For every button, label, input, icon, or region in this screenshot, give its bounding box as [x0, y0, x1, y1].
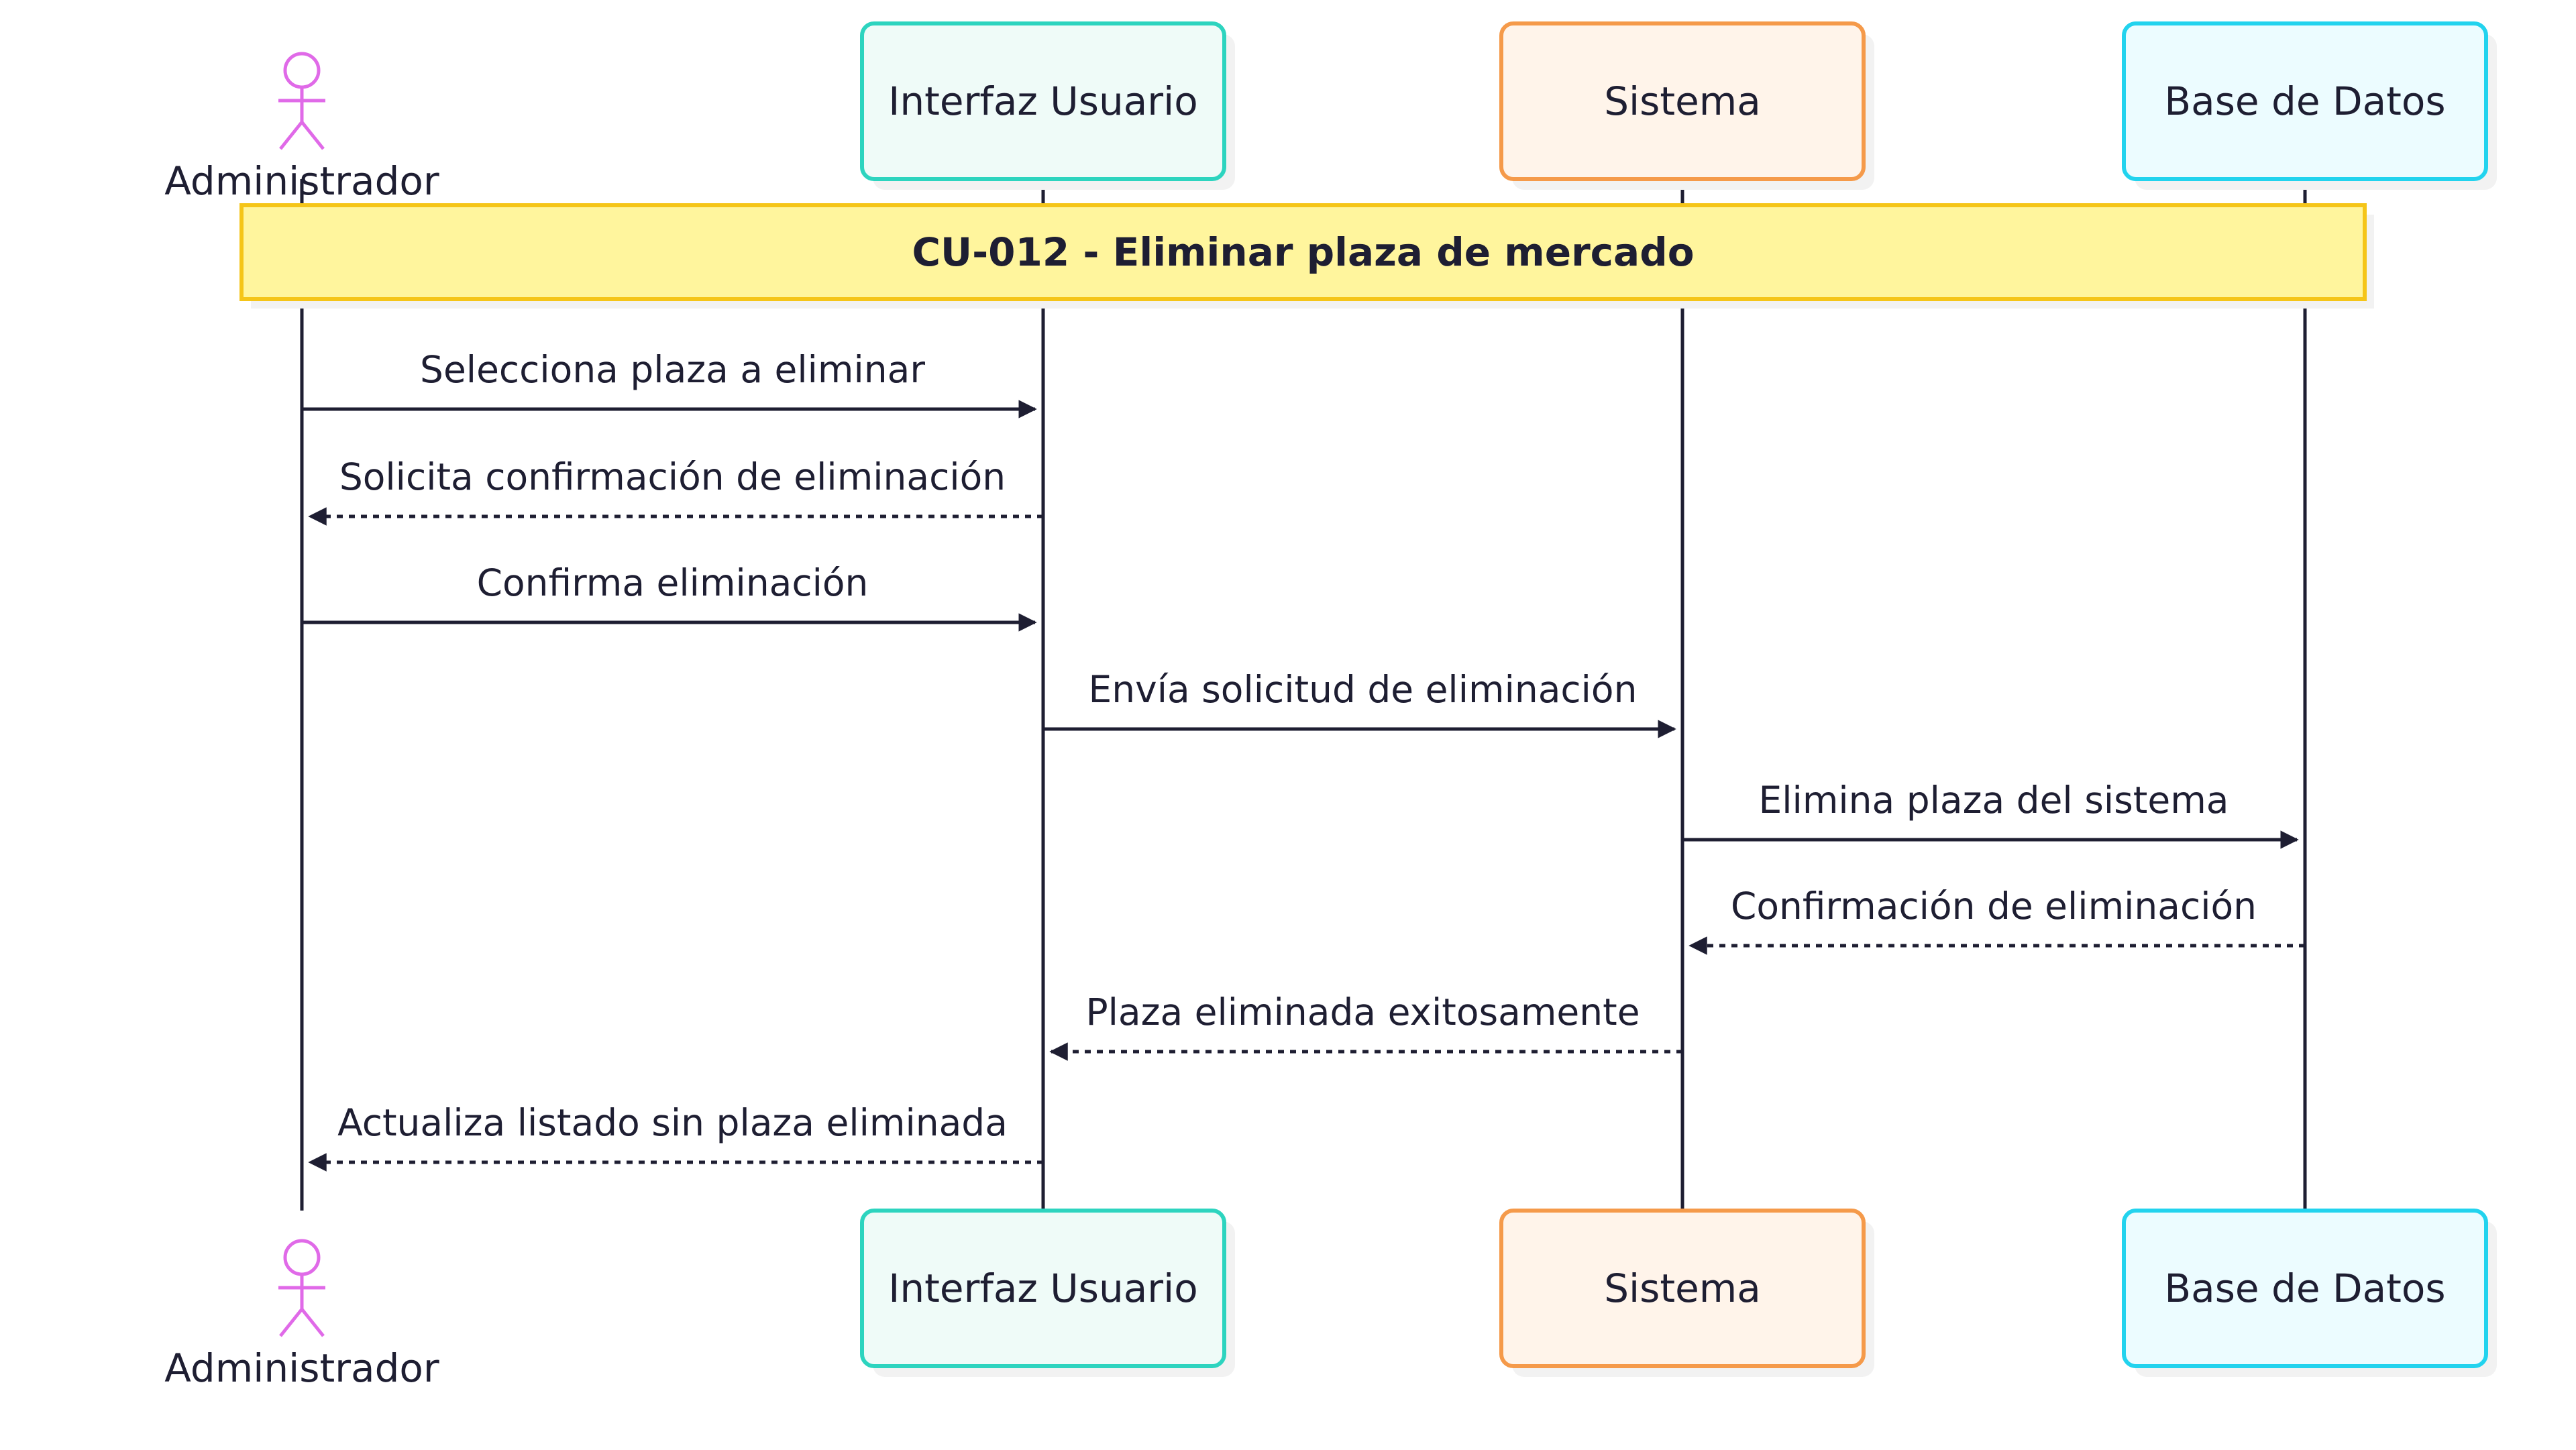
participant-db-bottom: Base de Datos	[2122, 1209, 2497, 1377]
note-box	[239, 203, 2367, 301]
participant-ui-bottom: Interfaz Usuario	[860, 1209, 1235, 1377]
message-8: Actualiza listado sin plaza eliminada	[308, 1101, 1043, 1172]
actor-right-leg-icon	[301, 1308, 325, 1337]
participants-bottom: Administrador Interfaz Usuario Sistema Base…	[164, 1209, 2497, 1391]
participant-box	[1499, 21, 1866, 181]
message-6: Confirmación de eliminación	[1688, 885, 2305, 955]
participants-top: Administrador Interfaz Usuario Sistema Base…	[164, 21, 2497, 204]
participant-label: Sistema	[1604, 1266, 1761, 1311]
actor-right-leg-icon	[301, 121, 325, 150]
message-label: Elimina plaza del sistema	[1759, 779, 2229, 822]
note-title: CU-012 - Eliminar plaza de mercado	[912, 229, 1694, 275]
actor-label: Administrador	[164, 1345, 439, 1391]
actor-left-leg-icon	[279, 121, 303, 150]
message-7: Plaza eliminada exitosamente	[1049, 991, 1682, 1061]
lifelines	[300, 179, 2307, 1211]
participant-ui-top: Interfaz Usuario	[860, 21, 1235, 190]
actor-left-leg-icon	[279, 1308, 303, 1337]
actor-head-icon	[283, 52, 321, 89]
message-5: Elimina plaza del sistema	[1682, 779, 2299, 849]
message-4: Envía solicitud de eliminación	[1043, 668, 1676, 738]
participant-box	[2122, 21, 2488, 181]
participant-admin-bottom: Administrador	[164, 1239, 439, 1391]
participant-label: Interfaz Usuario	[888, 78, 1197, 124]
participant-db-top: Base de Datos	[2122, 21, 2497, 190]
message-2: Solicita confirmación de eliminación	[308, 455, 1043, 526]
message-label: Plaza eliminada exitosamente	[1085, 991, 1640, 1034]
actor-head-icon	[283, 1239, 321, 1276]
participant-box	[1499, 1209, 1866, 1368]
message-label: Confirma eliminación	[477, 561, 869, 604]
participant-sys-bottom: Sistema	[1499, 1209, 1874, 1377]
participant-box	[860, 1209, 1226, 1368]
participant-label: Interfaz Usuario	[888, 1266, 1197, 1311]
message-3: Confirma eliminación	[302, 561, 1037, 632]
participant-admin-top: Administrador	[164, 52, 439, 204]
participant-sys-top: Sistema	[1499, 21, 1874, 190]
participant-box	[860, 21, 1226, 181]
message-label: Selecciona plaza a eliminar	[420, 348, 925, 391]
note-layer: CU-012 - Eliminar plaza de mercado	[239, 203, 2374, 309]
participant-label: Base de Datos	[2164, 78, 2445, 124]
message-label: Solicita confirmación de eliminación	[339, 455, 1006, 498]
message-label: Confirmación de eliminación	[1731, 885, 2257, 928]
message-1: Selecciona plaza a eliminar	[302, 348, 1037, 419]
participant-label: Sistema	[1604, 78, 1761, 124]
actor-label: Administrador	[164, 158, 439, 204]
message-label: Envía solicitud de eliminación	[1089, 668, 1638, 711]
participant-box	[2122, 1209, 2488, 1368]
participant-label: Base de Datos	[2164, 1266, 2445, 1311]
message-label: Actualiza listado sin plaza eliminada	[337, 1101, 1008, 1144]
